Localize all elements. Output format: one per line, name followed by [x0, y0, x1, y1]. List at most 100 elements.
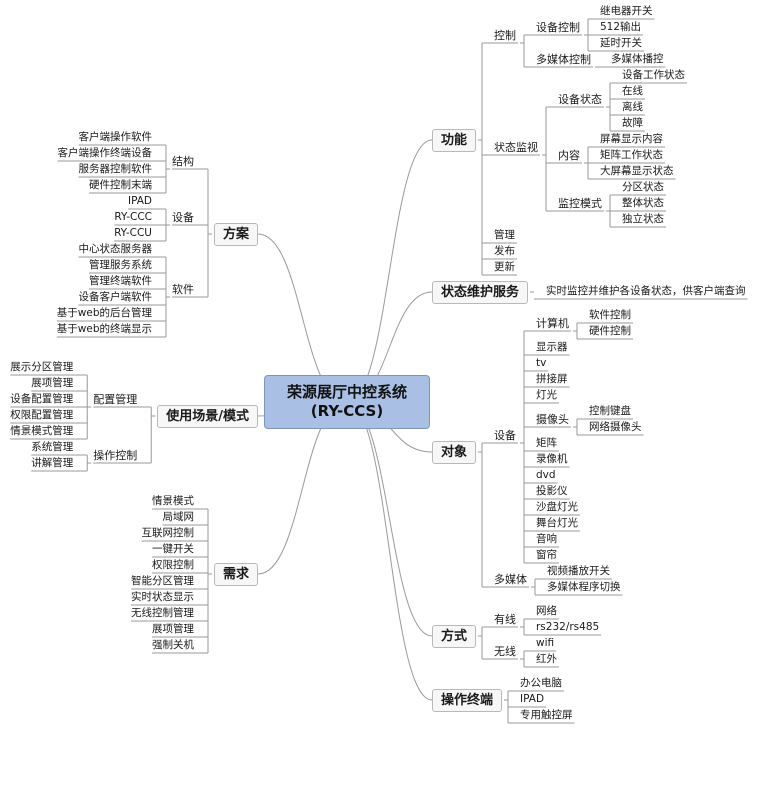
- node-right-3-children-1[interactable]: 无线: [494, 645, 516, 658]
- node-right-0-children-3[interactable]: 发布: [494, 245, 515, 257]
- node-left-0-children-2-children-4-web[interactable]: 基于web的后台管理: [56, 307, 152, 319]
- branch-left-2[interactable]: 需求: [213, 563, 258, 586]
- node-right-2-children-0-children-10[interactable]: 沙盘灯光: [535, 501, 578, 513]
- node-right-0-children-1-children-0-children-3[interactable]: 故障: [621, 117, 643, 129]
- node-left-2-children-3[interactable]: 一键开关: [152, 543, 194, 555]
- node-left-0-children-2-children-2[interactable]: 管理终端软件: [89, 275, 152, 287]
- node-right-1-children-0[interactable]: 实时监控并维护各设备状态，供客户端查询: [546, 285, 746, 297]
- node-left-1-children-1-children-0[interactable]: 系统管理: [31, 441, 74, 453]
- node-right-2-children-1-children-0[interactable]: 视频播放开关: [546, 565, 610, 577]
- branch-right-2[interactable]: 对象: [432, 441, 477, 464]
- node-right-2-children-0-children-9[interactable]: 投影仪: [535, 485, 568, 497]
- node-right-0-children-1-children-0-children-0[interactable]: 设备工作状态: [621, 69, 685, 81]
- node-left-1-children-1-children-1[interactable]: 讲解管理: [31, 457, 74, 469]
- node-right-0-children-1-children-2[interactable]: 监控模式: [557, 197, 602, 210]
- node-left-0-children-0[interactable]: 结构: [172, 155, 194, 168]
- node-left-0-children-0-children-0[interactable]: 客户端操作软件: [78, 131, 153, 143]
- node-right-2-children-0[interactable]: 设备: [494, 429, 516, 442]
- node-right-2-children-0-children-13[interactable]: 窗帘: [535, 549, 557, 561]
- branch-left-1[interactable]: 使用场景/模式: [157, 405, 258, 428]
- branch-right-0[interactable]: 功能: [432, 129, 477, 152]
- node-right-2-children-0-children-8-dvd[interactable]: dvd: [535, 469, 556, 481]
- node-right-0-children-0-children-0-children-1-512[interactable]: 512输出: [599, 21, 642, 33]
- node-right-2-children-0-children-5-children-1[interactable]: 网络摄像头: [588, 421, 642, 433]
- branch-left-0[interactable]: 方案: [213, 223, 258, 246]
- node-left-0-children-2[interactable]: 软件: [172, 283, 194, 296]
- node-right-4-children-0[interactable]: 办公电脑: [520, 677, 562, 689]
- node-right-0-children-1-children-0[interactable]: 设备状态: [557, 93, 602, 106]
- node-left-0-children-1-children-2-ry-ccu[interactable]: RY-CCU: [114, 227, 152, 239]
- node-left-0-children-2-children-1[interactable]: 管理服务系统: [89, 259, 152, 271]
- node-left-2-children-2[interactable]: 互联网控制: [141, 527, 195, 539]
- node-right-3-children-1-children-1[interactable]: 红外: [535, 653, 557, 665]
- node-right-2-children-0-children-4[interactable]: 灯光: [535, 389, 557, 401]
- node-left-2-children-7[interactable]: 无线控制管理: [131, 607, 194, 619]
- node-right-2-children-0-children-0-children-0[interactable]: 软件控制: [588, 309, 631, 321]
- node-right-2-children-0-children-3[interactable]: 拼接屏: [535, 373, 568, 385]
- node-right-2-children-0-children-5-children-0[interactable]: 控制键盘: [588, 405, 631, 417]
- node-right-2-children-0-children-7[interactable]: 录像机: [535, 453, 568, 465]
- node-right-0-children-1-children-1-children-1[interactable]: 矩阵工作状态: [599, 149, 663, 161]
- node-right-2-children-1[interactable]: 多媒体: [494, 573, 527, 586]
- node-right-0-children-0-children-1[interactable]: 多媒体控制: [535, 53, 591, 66]
- node-left-0-children-2-children-0[interactable]: 中心状态服务器: [78, 243, 153, 255]
- node-left-1-children-0-children-1[interactable]: 展项管理: [31, 377, 74, 389]
- node-left-1-children-0-children-0[interactable]: 展示分区管理: [10, 361, 74, 373]
- node-left-1-children-0-children-4[interactable]: 情景模式管理: [10, 425, 74, 437]
- node-right-0-children-1-children-2-children-1[interactable]: 整体状态: [621, 197, 664, 209]
- node-right-2-children-0-children-5[interactable]: 摄像头: [535, 413, 569, 426]
- node-left-0-children-0-children-3[interactable]: 硬件控制末端: [89, 179, 152, 191]
- node-left-2-children-6[interactable]: 实时状态显示: [131, 591, 194, 603]
- node-left-0-children-0-children-1[interactable]: 客户端操作终端设备: [57, 147, 153, 159]
- node-left-1-children-0-children-3[interactable]: 权限配置管理: [10, 409, 74, 421]
- node-right-2-children-1-children-1[interactable]: 多媒体程序切换: [546, 581, 621, 593]
- node-left-1-children-0-children-2[interactable]: 设备配置管理: [10, 393, 74, 405]
- node-left-0-children-0-children-2[interactable]: 服务器控制软件: [78, 163, 153, 175]
- node-right-0-children-0-children-1-children-0[interactable]: 多媒体播控: [610, 53, 664, 65]
- node-right-0-children-1-children-1[interactable]: 内容: [557, 149, 580, 162]
- node-left-2-children-4[interactable]: 权限控制: [152, 559, 194, 571]
- node-left-0-children-1-children-1-ry-ccc[interactable]: RY-CCC: [114, 211, 152, 223]
- node-right-4-children-1-ipad[interactable]: IPAD: [520, 693, 545, 705]
- node-left-0-children-1[interactable]: 设备: [172, 211, 194, 224]
- node-right-0-children-0-children-0-children-2[interactable]: 延时开关: [599, 37, 642, 49]
- node-left-2-children-8[interactable]: 展项管理: [152, 623, 194, 635]
- node-right-0-children-1[interactable]: 状态监视: [494, 141, 538, 154]
- node-left-2-children-9[interactable]: 强制关机: [152, 639, 194, 651]
- branch-right-1[interactable]: 状态维护服务: [432, 281, 529, 304]
- node-left-0-children-2-children-5-web[interactable]: 基于web的终端显示: [56, 323, 152, 335]
- node-right-3-children-0[interactable]: 有线: [494, 613, 516, 626]
- node-right-0-children-1-children-1-children-2[interactable]: 大屏幕显示状态: [599, 165, 674, 177]
- node-right-2-children-0-children-1[interactable]: 显示器: [535, 341, 568, 353]
- node-right-2-children-0-children-6[interactable]: 矩阵: [535, 437, 557, 449]
- node-right-0-children-2[interactable]: 管理: [494, 229, 515, 241]
- node-right-2-children-0-children-0[interactable]: 计算机: [535, 317, 569, 330]
- node-right-0-children-0-children-0-children-0[interactable]: 继电器开关: [599, 5, 653, 17]
- node-right-0-children-4[interactable]: 更新: [494, 261, 515, 273]
- node-right-2-children-0-children-0-children-1[interactable]: 硬件控制: [588, 325, 631, 337]
- node-right-2-children-0-children-2-tv[interactable]: tv: [535, 357, 547, 369]
- node-right-4-children-2[interactable]: 专用触控屏: [520, 709, 573, 721]
- node-left-2-children-0[interactable]: 情景模式: [152, 495, 194, 507]
- node-right-0-children-0-children-0[interactable]: 设备控制: [535, 21, 580, 34]
- branch-right-3[interactable]: 方式: [432, 625, 477, 648]
- node-right-0-children-1-children-2-children-2[interactable]: 独立状态: [621, 213, 664, 225]
- central-node[interactable]: 荣源展厅中控系统 (RY-CCS): [264, 375, 430, 429]
- node-left-0-children-2-children-3[interactable]: 设备客户端软件: [78, 291, 153, 303]
- node-right-0-children-0[interactable]: 控制: [494, 29, 516, 42]
- node-right-3-children-0-children-0[interactable]: 网络: [535, 605, 557, 617]
- node-left-2-children-5[interactable]: 智能分区管理: [131, 575, 194, 587]
- node-right-2-children-0-children-12[interactable]: 音响: [535, 533, 557, 545]
- node-right-0-children-1-children-0-children-1[interactable]: 在线: [621, 85, 643, 97]
- node-right-0-children-1-children-1-children-0[interactable]: 屏幕显示内容: [599, 133, 663, 145]
- node-left-1-children-0[interactable]: 配置管理: [93, 393, 138, 406]
- node-right-2-children-0-children-11[interactable]: 舞台灯光: [535, 517, 578, 529]
- node-left-1-children-1[interactable]: 操作控制: [93, 449, 138, 462]
- node-right-3-children-0-children-1-rs232-rs485[interactable]: rs232/rs485: [535, 621, 600, 633]
- node-right-3-children-1-children-0-wifi[interactable]: wifi: [535, 637, 555, 649]
- branch-right-4[interactable]: 操作终端: [432, 689, 503, 712]
- node-left-2-children-1[interactable]: 局域网: [162, 511, 195, 523]
- node-right-0-children-1-children-0-children-2[interactable]: 离线: [621, 101, 643, 113]
- node-left-0-children-1-children-0-ipad[interactable]: IPAD: [127, 195, 152, 207]
- node-right-0-children-1-children-2-children-0[interactable]: 分区状态: [621, 181, 664, 193]
